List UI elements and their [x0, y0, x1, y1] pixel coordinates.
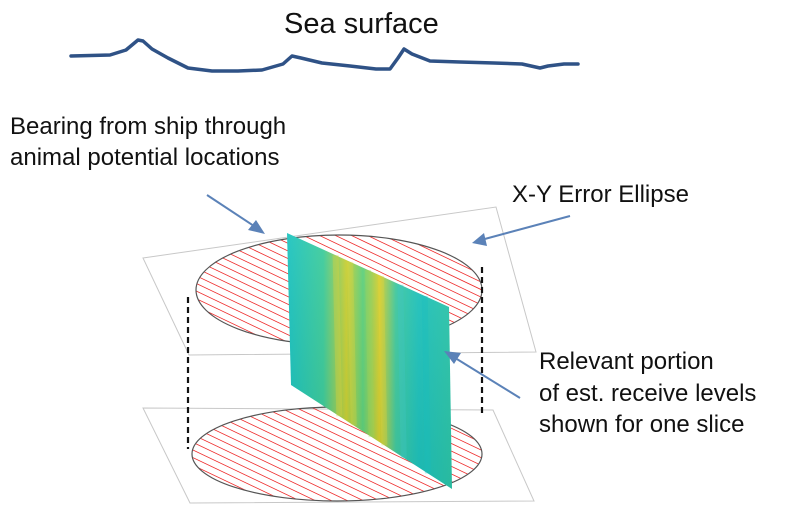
relevant-label-line1: Relevant portion: [539, 348, 714, 375]
sea-surface-label: Sea surface: [284, 8, 439, 40]
relevant-portion-label: Relevant portion of est. receive levels …: [539, 346, 756, 441]
bearing-arrow: [206, 194, 265, 234]
error-ellipse-arrow: [472, 215, 571, 246]
bearing-label-line2: animal potential locations: [10, 143, 280, 171]
relevant-label-line3: shown for one slice: [539, 411, 745, 439]
slice-arrow: [444, 351, 521, 399]
relevant-label-line2: of est. receive levels: [539, 379, 757, 407]
top-plane: [142, 206, 537, 356]
receive-level-slice: [287, 233, 452, 489]
bearing-label-line1: Bearing from ship through: [10, 113, 287, 140]
error-ellipse-label: X-Y Error Ellipse: [512, 181, 689, 208]
sea-surface-line: [69, 38, 580, 73]
bearing-label: Bearing from ship through animal potenti…: [10, 112, 286, 173]
